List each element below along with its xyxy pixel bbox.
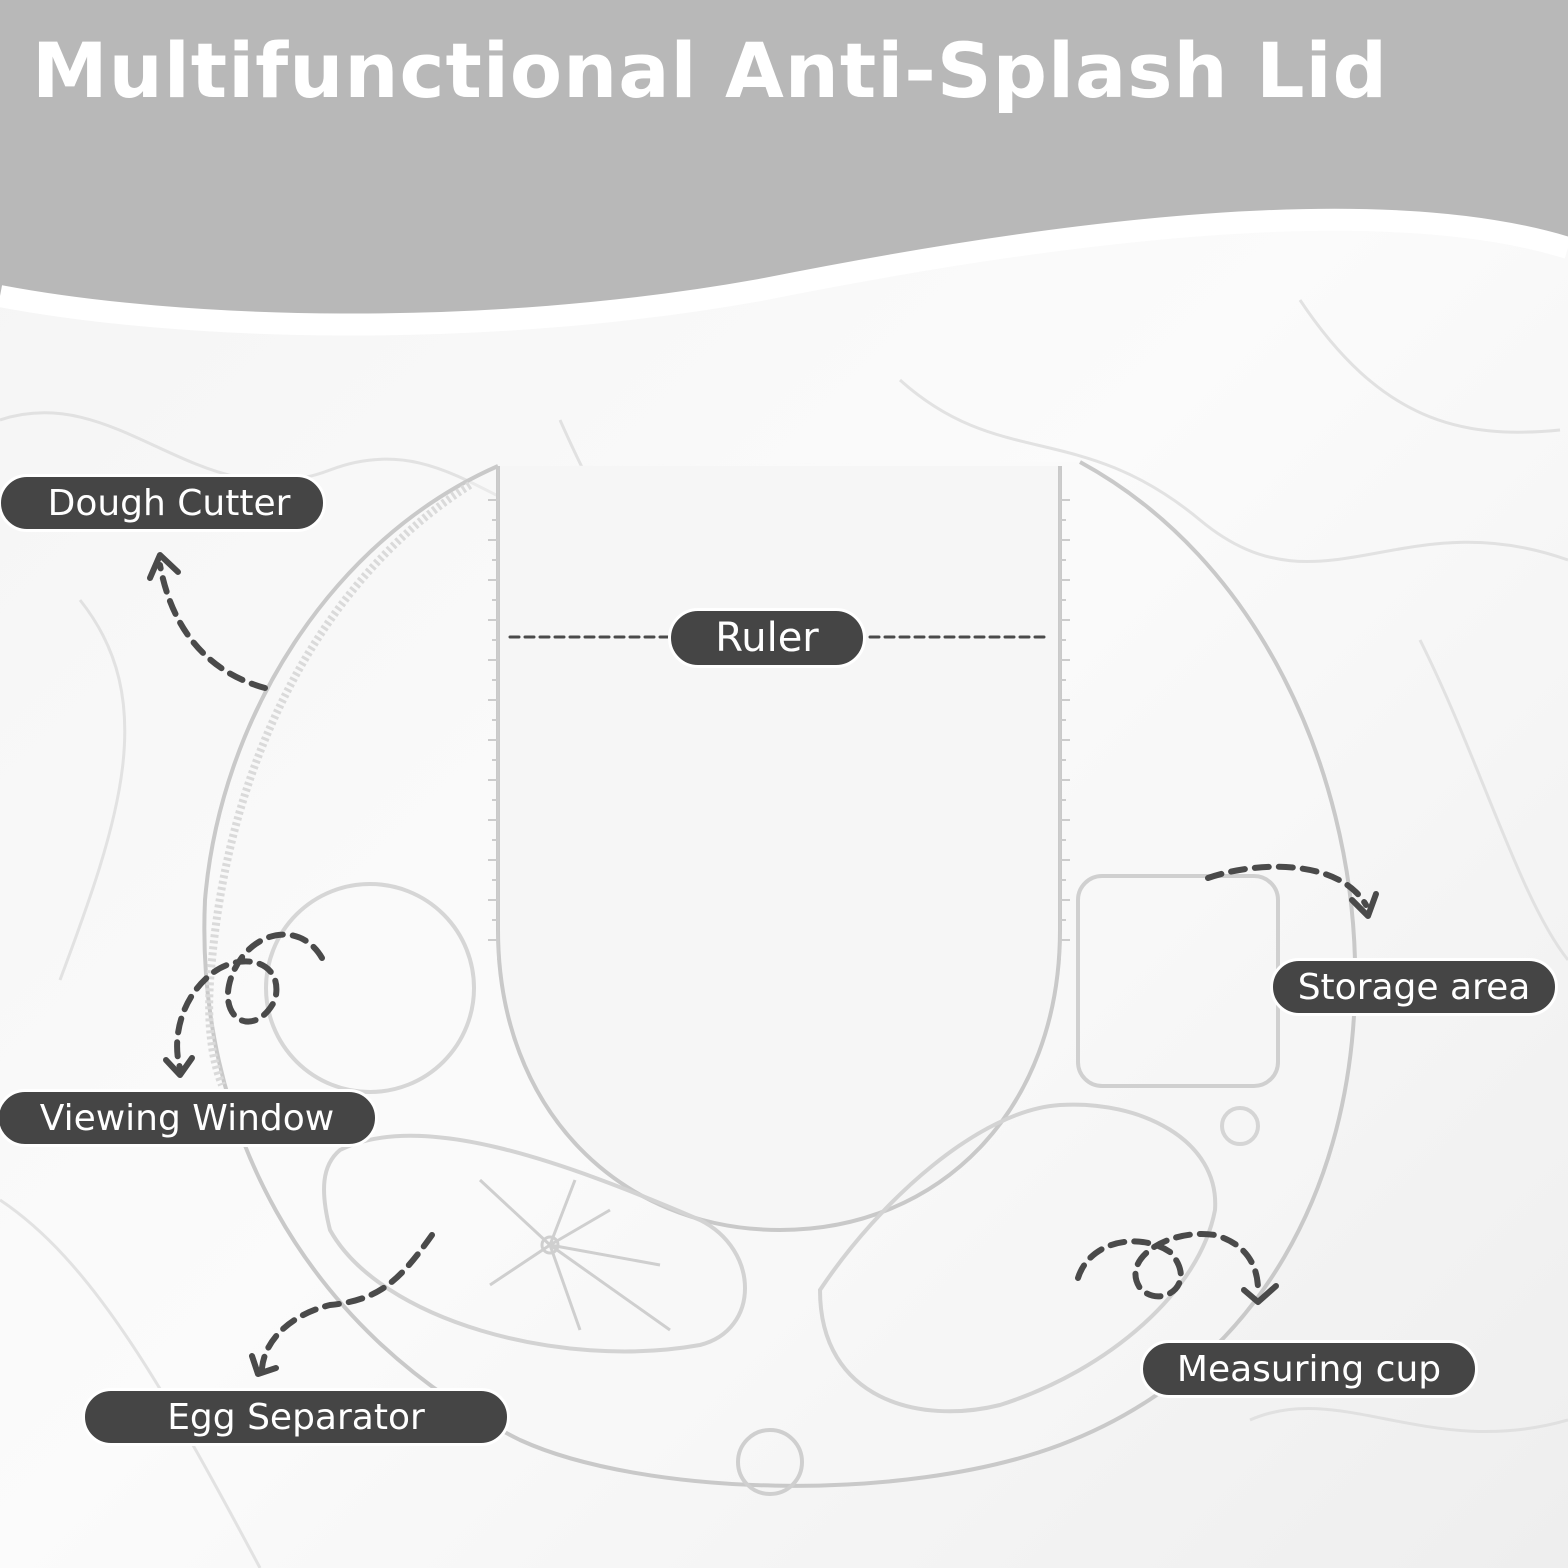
label-dough-cutter: Dough Cutter	[0, 474, 326, 532]
viewing-window-circle	[264, 882, 476, 1094]
label-egg-separator: Egg Separator	[82, 1388, 510, 1446]
header-band	[0, 0, 1568, 325]
label-storage-area: Storage area	[1270, 958, 1558, 1016]
dough-cutter-edge	[205, 481, 473, 1087]
hang-hole	[1220, 1106, 1260, 1146]
label-viewing-window: Viewing Window	[0, 1089, 378, 1147]
egg-separator-tray	[322, 1133, 747, 1354]
arrowhead-egg-separator	[249, 1353, 279, 1377]
arrowheads	[147, 552, 1379, 1377]
annotation-arrows	[157, 562, 1369, 1371]
arrowhead-viewing-window	[163, 1055, 195, 1078]
handle-knob	[736, 1428, 804, 1496]
label-ruler: Ruler	[668, 608, 866, 668]
lid	[202, 460, 1358, 1496]
page-title: Multifunctional Anti-Splash Lid	[32, 26, 1388, 115]
ruler-right	[1059, 470, 1070, 960]
arrowhead-measuring-cup	[1241, 1283, 1279, 1305]
label-measuring-cup: Measuring cup	[1140, 1340, 1478, 1398]
arrow-storage-area	[1205, 863, 1369, 908]
arrow-measuring-cup	[1075, 1231, 1261, 1300]
header-wave-highlight	[0, 208, 1568, 336]
ruler-left	[488, 470, 499, 960]
arrow-viewing-window	[174, 931, 325, 1071]
center-cutout	[496, 466, 1062, 1233]
arrowhead-dough-cutter	[147, 552, 181, 581]
egg-separator-slots	[478, 1178, 671, 1332]
arrow-egg-separator	[259, 1232, 435, 1371]
arrow-dough-cutter	[157, 562, 268, 691]
measuring-tray	[817, 1102, 1218, 1414]
arrowhead-storage-area	[1349, 891, 1379, 919]
